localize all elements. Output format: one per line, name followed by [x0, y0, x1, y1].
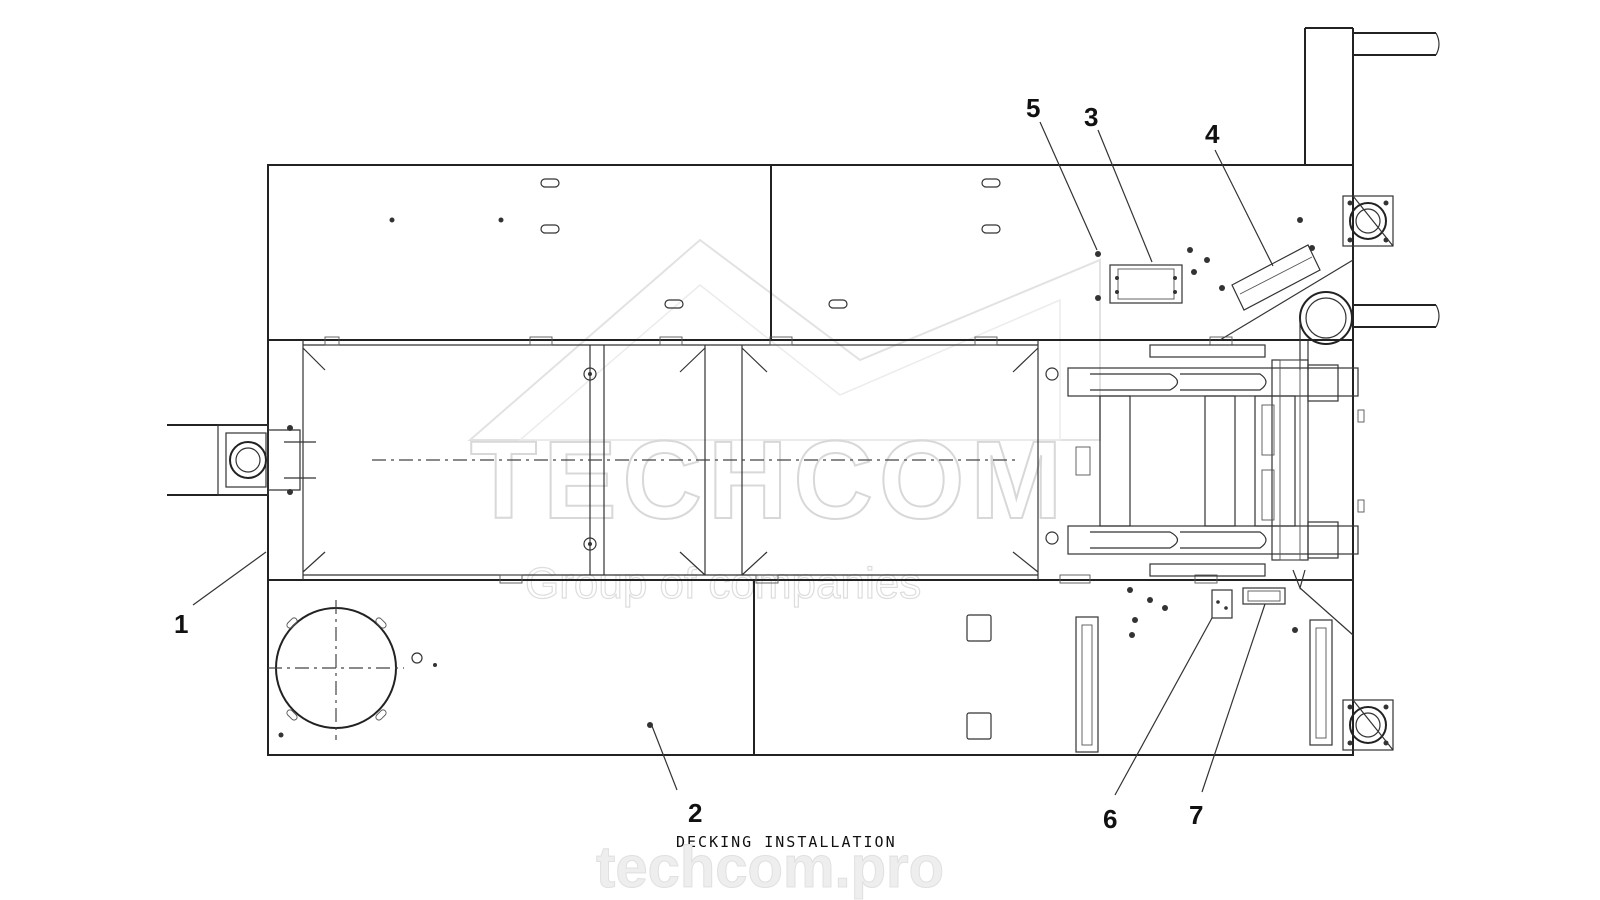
leg-assembly-bottom — [1299, 587, 1394, 751]
callout-4: 4 — [1205, 119, 1220, 149]
roller-assembly — [1067, 344, 1365, 590]
top-right-frame — [1304, 27, 1440, 328]
drawing-caption: DECKING INSTALLATION — [676, 833, 897, 851]
central-frame — [302, 336, 1233, 584]
callout-7: 7 — [1189, 800, 1203, 830]
watermark-tagline: Group of companies — [525, 559, 921, 608]
callout-5: 5 — [1026, 93, 1040, 123]
callout-6: 6 — [1103, 804, 1117, 834]
watermark-url: techcom.pro — [596, 835, 944, 900]
techcom-watermark: TECHCOM Group of companies — [467, 238, 1101, 609]
top-panel-details — [389, 178, 1354, 341]
left-inlet — [167, 424, 316, 496]
manhole-panel — [268, 600, 653, 740]
leg-assembly-top — [1342, 195, 1394, 247]
watermark-house-inner — [517, 284, 1061, 441]
bottom-right-panel-details — [966, 587, 1333, 753]
callout-1: 1 — [174, 609, 188, 639]
callout-labels: 1 2 3 4 5 6 7 — [174, 93, 1220, 834]
callout-leaders — [192, 121, 1274, 796]
callout-3: 3 — [1084, 102, 1098, 132]
callout-2: 2 — [688, 798, 702, 828]
watermark-brand: TECHCOM — [470, 419, 1068, 542]
pipe-fitting — [1299, 291, 1353, 370]
